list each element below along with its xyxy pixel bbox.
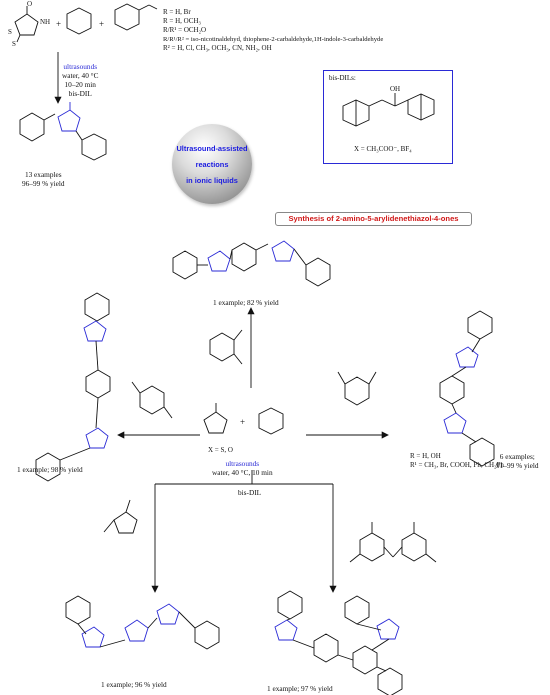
bisphenol-bis-thiazolone-structure — [274, 590, 403, 695]
piperidine-structure — [66, 7, 92, 35]
bis-thiazolone-left-structure — [35, 292, 111, 482]
right-def-1: R = H, OH — [410, 452, 441, 460]
bis-dil-oh: OH — [390, 85, 401, 93]
yield-right: 6 examples; 91–99 % yield — [496, 452, 539, 470]
bis-dil-anion: X = CH₃COO⁻, BF₄ — [354, 145, 412, 153]
central-plus: + — [240, 417, 246, 427]
central-thiazolidinone-structure — [203, 403, 228, 434]
bis-thiazolone-right-structure — [439, 310, 495, 467]
pyrazole-bis-thiazolone-structure — [65, 595, 220, 650]
sphere-line-1: Ultrasound-assisted — [176, 144, 248, 153]
conditions-top-left: ultrasounds water, 40 °C 10–20 min bis-D… — [62, 62, 98, 98]
yield-left: 1 example; 98 % yield — [17, 465, 83, 474]
condition-time: 10–20 min — [64, 80, 96, 89]
plus-sign-1: + — [56, 19, 62, 29]
r-definitions: R = H, Br R = H, OCH₃ R/R¹ = OCH₂O R/R¹/… — [163, 8, 383, 53]
bis-dil-box: bis-DILs: OH X = CH₃COO⁻, BF₄ — [323, 70, 453, 164]
bis-dil-title: bis-DILs: — [329, 74, 356, 82]
benzaldehyde-structure — [114, 3, 158, 31]
central-conditions: ultrasounds water, 40 °C, 10 min — [212, 459, 273, 477]
yield-top: 1 example; 82 % yield — [213, 298, 279, 307]
bis-thiazolone-top-structure — [172, 240, 331, 287]
r-def-2: R = H, OCH₃ — [163, 17, 201, 25]
bisphenol-dialdehyde-structure — [349, 522, 437, 563]
bis-dil-cation-structure — [342, 93, 435, 127]
atom-label-o: O — [27, 0, 33, 8]
central-catalyst: bis-DIL — [238, 488, 262, 497]
yield-right-examples: 6 examples; — [499, 452, 535, 461]
condition-catalyst: bis-DIL — [68, 89, 92, 98]
phthalaldehyde-structure — [209, 329, 243, 365]
right-definitions: R = H, OH R¹ = CH₃, Br, COOH, Ph, CH₂Ph — [410, 452, 504, 470]
central-ultrasounds: ultrasounds — [225, 459, 260, 468]
rhodanine-structure — [14, 6, 39, 43]
terephthalaldehyde-structure — [131, 381, 173, 419]
trialdehyde-structure — [337, 371, 377, 406]
atom-label-nh: NH — [40, 18, 51, 26]
central-sphere: Ultrasound-assisted reactions in ionic l… — [172, 124, 252, 204]
pyrazole-dialdehyde-structure — [103, 499, 138, 534]
sphere-line-3: in ionic liquids — [186, 176, 238, 185]
r-def-4: R/R¹/R² = iso-nicotinaldehyd, thiophene-… — [163, 36, 384, 43]
atom-label-s: S — [8, 28, 12, 36]
central-x: X = S, O — [208, 446, 233, 454]
yield-right-percent: 91–99 % yield — [496, 461, 539, 470]
yield-bottom-right: 1 example; 97 % yield — [267, 684, 333, 693]
r-def-1: R = H, Br — [163, 8, 191, 16]
right-def-2: R¹ = CH₃, Br, COOH, Ph, CH₂Ph — [410, 461, 504, 469]
sphere-line-2: reactions — [195, 160, 229, 169]
condition-water-temp: water, 40 °C — [62, 71, 99, 80]
r-def-3: R/R¹ = OCH₂O — [163, 26, 207, 34]
atom-label-s2: S — [12, 40, 16, 48]
yield-bottom-left: 1 example; 96 % yield — [101, 680, 167, 689]
synthesis-banner: Synthesis of 2-amino-5-arylidenethiazol-… — [275, 212, 472, 226]
central-water-temp: water, 40 °C, 10 min — [212, 468, 273, 477]
plus-sign-2: + — [99, 19, 105, 29]
arylidene-product-structure — [19, 102, 107, 161]
yield-top-left: 13 examples 96–99 % yield — [22, 170, 65, 188]
yield-examples: 13 examples — [24, 170, 62, 179]
yield-percent: 96–99 % yield — [22, 179, 65, 188]
r-def-5: R² = H, Cl, CH₃, OCH₃, CN, NH₂, OH — [163, 44, 272, 52]
central-piperidine-structure — [258, 407, 284, 435]
condition-ultrasounds: ultrasounds — [63, 62, 98, 71]
